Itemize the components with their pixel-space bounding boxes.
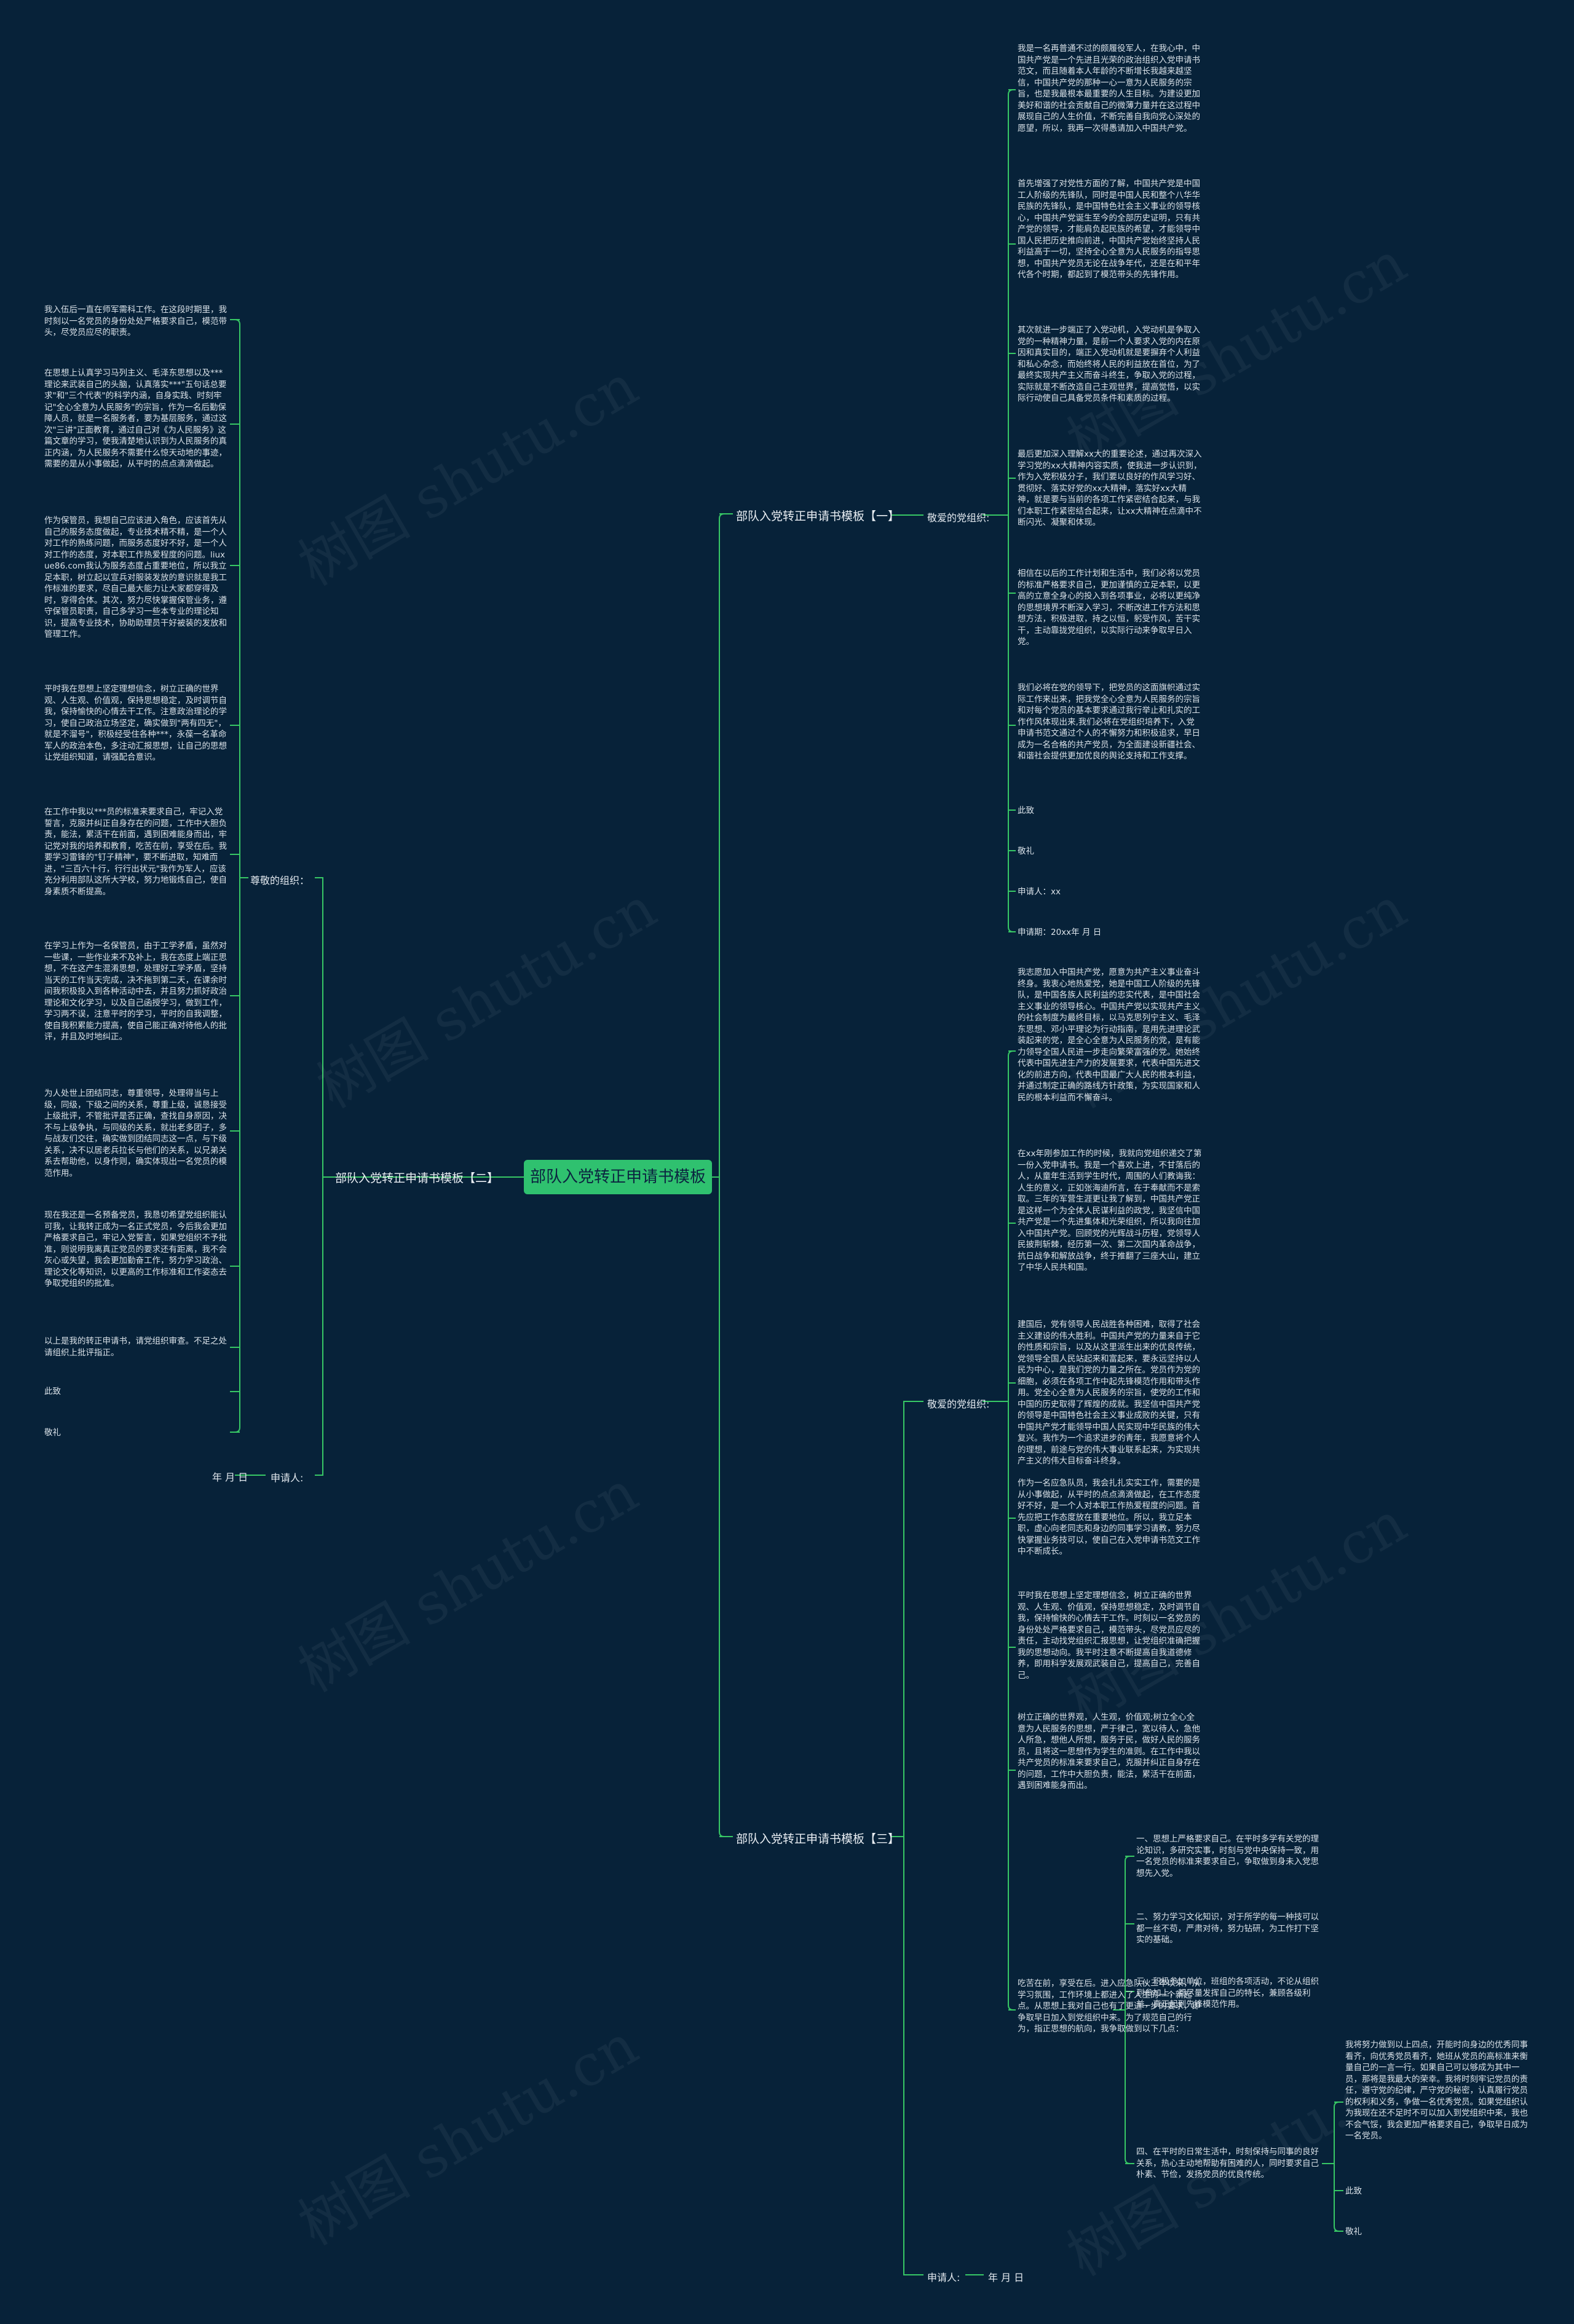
b1-paragraph: 我是一名再普通不过的颇履役军人，在我心中，中国共产党是一个先进且光荣的政治组织入… [1018,44,1200,133]
connector [315,877,323,1177]
b2-paragraph: 此致 [44,1387,61,1396]
b2-paragraph: 敬礼 [44,1428,61,1438]
connector [1334,2101,1340,2232]
b3-salutation: 敬爱的党组织: [927,1398,990,1410]
b3-point: 二、努力学习文化知识，对于所学的每一种技可以都一丝不苟，严肃对待，努力钻研，为工… [1136,1912,1319,1945]
b2-paragraph: 作为保管员，我想自己应该进入角色，应该首先从自己的服务态度做起，专业技术精不精，… [44,516,227,639]
b1-paragraph: 敬礼 [1018,846,1034,856]
b2-paragraph: 平时我在思想上坚定理想信念，树立正确的世界观、人生观、价值观，保持思想稳定，及时… [44,684,227,762]
b1-paragraph: 申请期：20xx年 月 日 [1018,928,1102,937]
b3-paragraph: 我志愿加入中国共产党，愿意为共产主义事业奋斗终身。我衷心地热爱党，她是中国工人阶… [1018,967,1200,1103]
b1-paragraph: 最后更加深入理解xx大的重要论述，通过再次深入学习党的xx大精神内容实质，使我进… [1018,449,1202,527]
branch-template-1[interactable]: 部队入党转正申请书模板【一】 [736,510,900,523]
connector [719,513,725,1837]
b1-paragraph: 相信在以后的工作计划和生活中，我们必将以党员的标准严格要求自己，更加谨慎的立足本… [1018,569,1200,647]
b3-paragraph: 建国后，党有领导人民战胜各种困难，取得了社会主义建设的伟大胜利。中国共产党的力量… [1018,1320,1200,1466]
b3-closing: 敬礼 [1345,2227,1362,2237]
b3-date: 年 月 日 [988,2272,1024,2283]
b1-paragraph: 其次就进一步端正了入党动机，入党动机是争取入党的一种精神力量，是前一个人要求入党… [1018,325,1200,403]
b3-paragraph: 树立正确的世界观，人生观，价值观;树立全心全意为人民服务的思想，严于律己，宽以待… [1018,1712,1200,1790]
b2-applicant: 申请人: [271,1472,304,1484]
b3-paragraph: 平时我在思想上坚定理想信念，树立正确的世界观、人生观、价值观，保持思想稳定，及时… [1018,1591,1200,1680]
b1-paragraph: 首先增强了对党性方面的了解，中国共产党是中国工人阶级的先锋队，同时是中国人民和整… [1018,179,1200,280]
b3-closing: 我将努力做到以上四点，开能时向身边的优秀同事看齐，向优秀党员看齐，她班从党员的高… [1345,2040,1528,2141]
b3-point: 三、积极参加单位，班组的各项活动，不论从组织到参加上，都尽量发挥自己的特长，兼顾… [1136,1977,1319,2009]
b1-paragraph: 此致 [1018,806,1034,816]
b2-paragraph: 我入伍后一直在师军需科工作。在这段时期里，我时刻以一名党员的身份处处严格要求自己… [44,305,227,337]
connector [903,1401,923,1837]
b3-closing: 此致 [1345,2186,1362,2196]
connector [315,1177,323,1476]
b3-paragraph: 在xx年刚参加工作的时候，我就向党组织递交了第一份入党申请书。我是一个喜欢上进，… [1018,1149,1202,1272]
b3-paragraph: 作为一名应急队员，我会扎扎实实工作，需要的是从小事做起，从平时的点点滴滴做起，在… [1018,1478,1200,1556]
branch-template-3[interactable]: 部队入党转正申请书模板【三】 [736,1832,900,1846]
b2-salutation: 尊敬的组织： [250,875,310,886]
b2-paragraph: 在工作中我以***员的标准来要求自己，牢记入党誓言，克服并纠正自身存在的问题，工… [44,807,227,897]
b3-point: 四、在平时的日常生活中，时刻保持与同事的良好关系，热心主动地帮助有困难的人，同时… [1136,2147,1319,2180]
connector [234,319,240,1433]
b2-paragraph: 以上是我的转正申请书，请党组织审查。不足之处请组织上批评指正。 [44,1336,227,1358]
b1-salutation: 敬爱的党组织: [927,512,990,524]
b2-paragraph: 在思想上认真学习马列主义、毛泽东思想以及***理论来武装自己的头脑，认真落实**… [44,368,227,469]
b1-paragraph: 申请人：xx [1018,887,1061,897]
b2-paragraph: 为人处世上团结同志，尊重领导，处理得当与上级，同级，下级之间的关系，尊重上级，诚… [44,1089,227,1178]
connector [1008,1050,1014,2011]
b2-paragraph: 现在我还是一名预备党员，我恳切希望党组织能认可我，让我转正成为一名正式党员，今后… [44,1210,227,1288]
b2-paragraph: 在学习上作为一名保管员，由于工学矛盾，虽然对一些课，一些作业来不及补上，我在态度… [44,941,227,1042]
b3-applicant: 申请人: [927,2272,960,2283]
connector [1008,89,1014,932]
branch-template-2[interactable]: 部队入党转正申请书模板【二】 [335,1172,499,1185]
b3-point: 一、思想上严格要求自己。在平时多学有关党的理论知识，多研究实事，时刻与党中央保持… [1136,1834,1319,1878]
root-topic[interactable]: 部队入党转正申请书模板 [524,1160,712,1194]
b3-paragraph: 吃苦在前，享受在后。进入应急队伙三年以来，从学习氛围，工作环境上都进入了人生的一… [1018,1979,1200,2034]
b2-date: 年 月 日 [212,1471,248,1483]
b1-paragraph: 我们必将在党的领导下，把党员的这面旗帜通过实际工作来出来，把我党全心全意为人民服… [1018,683,1200,761]
connector [903,1837,923,2275]
